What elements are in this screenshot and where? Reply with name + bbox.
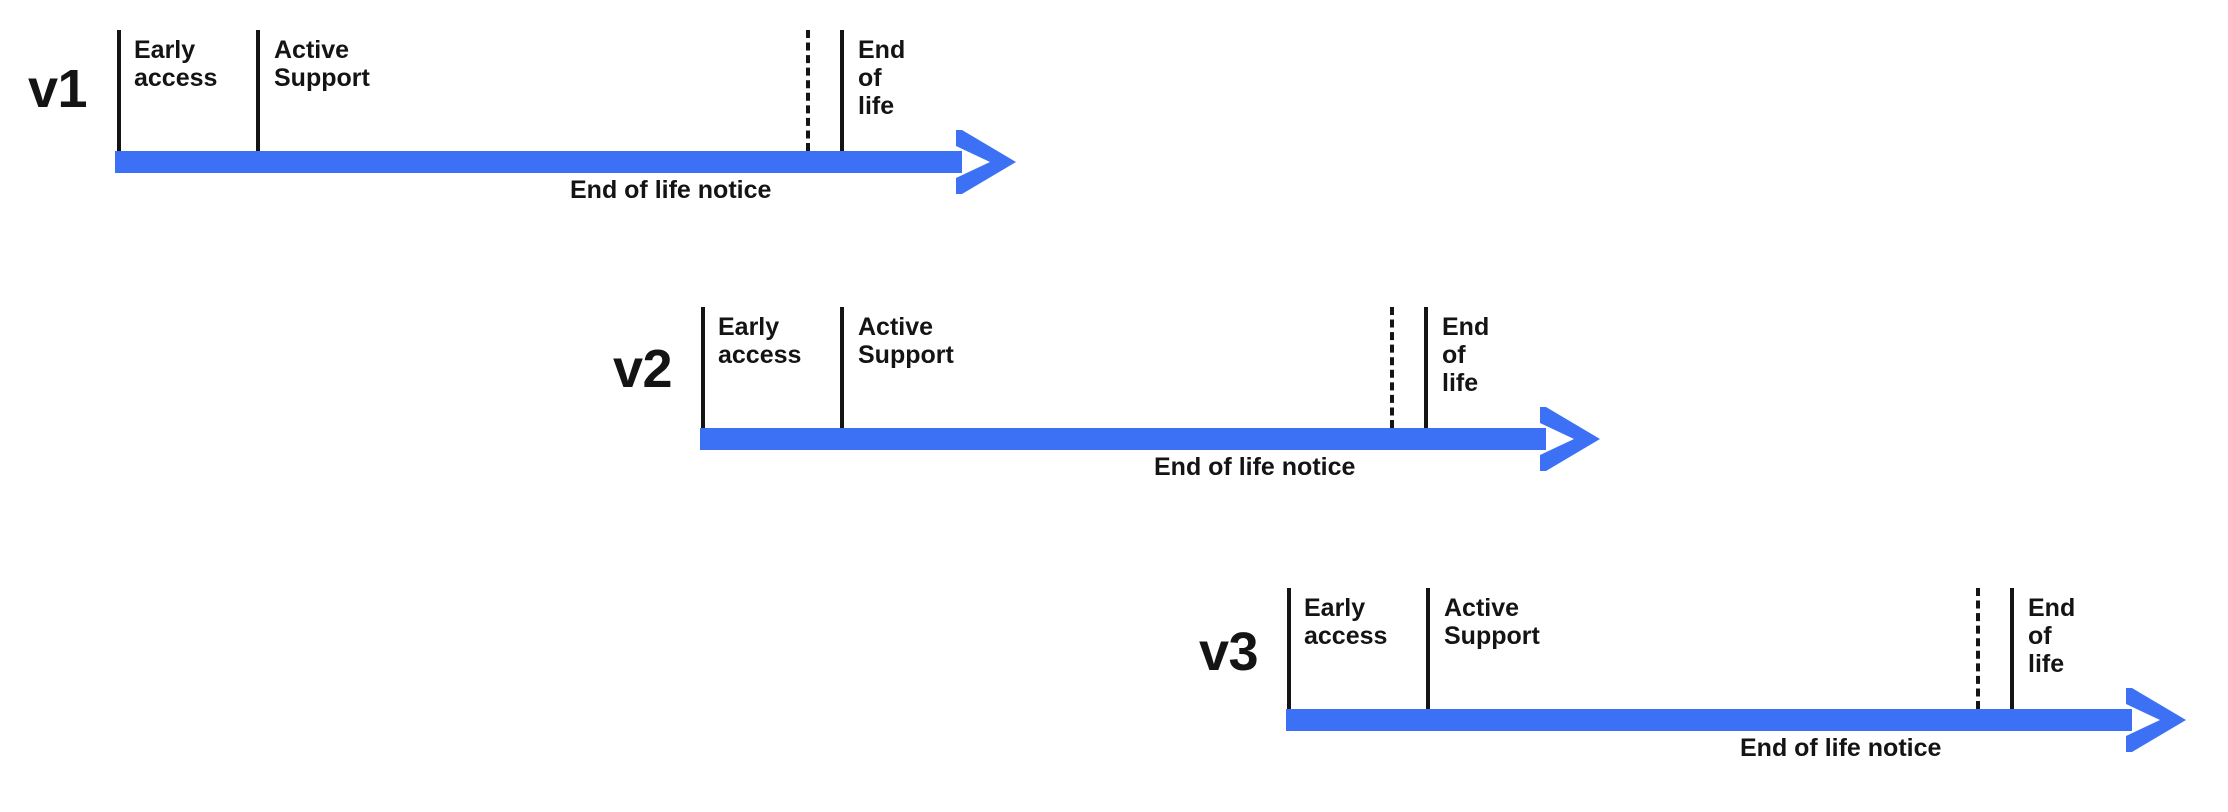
notice-label-v2: End of life notice	[1154, 453, 1356, 481]
tick-end-of-life-start-v2	[1424, 307, 1428, 428]
version-label-v3: v3	[1199, 622, 1259, 682]
phase-label-active-support-v1: Active Support	[274, 36, 370, 92]
notice-label-v3: End of life notice	[1740, 734, 1942, 762]
life-bar-v1	[115, 151, 962, 173]
phase-label-early-access-v1: Early access	[134, 36, 218, 92]
tick-end-of-life-notice-v3	[1976, 588, 1980, 709]
life-bar-v2	[700, 428, 1546, 450]
phase-label-end-of-life-v3: End of life	[2028, 594, 2076, 678]
arrow-head-icon-v3	[2120, 686, 2190, 754]
tick-early-access-start-v3	[1287, 588, 1291, 709]
tick-early-access-start-v1	[117, 30, 121, 151]
tick-end-of-life-start-v1	[840, 30, 844, 151]
tick-active-support-start-v2	[840, 307, 844, 428]
tick-end-of-life-start-v3	[2010, 588, 2014, 709]
version-label-v2: v2	[613, 339, 673, 399]
arrow-head-icon-v1	[950, 128, 1020, 196]
life-bar-v3	[1286, 709, 2132, 731]
phase-label-active-support-v3: Active Support	[1444, 594, 1540, 650]
phase-label-early-access-v3: Early access	[1304, 594, 1388, 650]
phase-label-end-of-life-v2: End of life	[1442, 313, 1490, 397]
version-label-v1: v1	[28, 59, 88, 119]
tick-early-access-start-v2	[701, 307, 705, 428]
phase-label-end-of-life-v1: End of life	[858, 36, 906, 120]
tick-end-of-life-notice-v1	[806, 30, 810, 151]
phase-label-active-support-v2: Active Support	[858, 313, 954, 369]
phase-label-early-access-v2: Early access	[718, 313, 802, 369]
arrow-head-icon-v2	[1534, 405, 1604, 473]
tick-active-support-start-v3	[1426, 588, 1430, 709]
tick-active-support-start-v1	[256, 30, 260, 151]
tick-end-of-life-notice-v2	[1390, 307, 1394, 428]
notice-label-v1: End of life notice	[570, 176, 772, 204]
